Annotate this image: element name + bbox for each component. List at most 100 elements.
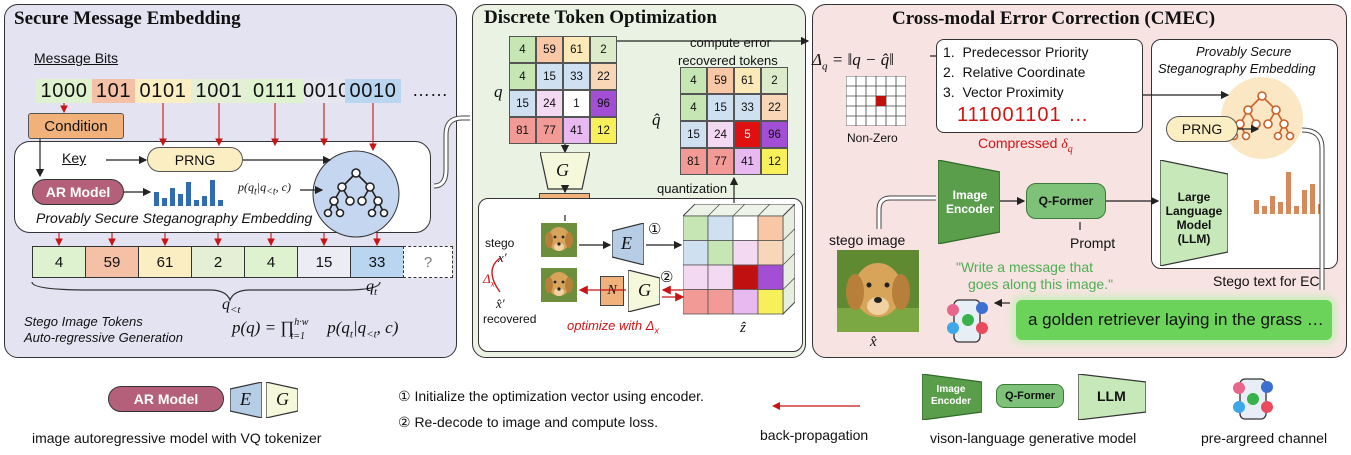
stego-label-mid: stego: [485, 236, 515, 250]
qformer-box: Q-Former: [1026, 183, 1106, 219]
prob-bar: [194, 200, 199, 206]
quantization-label: quantization: [657, 181, 728, 196]
caption-text: a golden retriever laying in the grass …: [1028, 310, 1324, 329]
llm-label: Large Language Model (LLM): [1165, 190, 1223, 246]
legend-g-shape: [266, 382, 298, 418]
legend-backprop-arrow: [772, 402, 860, 410]
grid-cell: 24: [707, 121, 734, 148]
n-box: N: [600, 276, 624, 306]
dog-thumbnail-stego: [541, 223, 577, 257]
bit-group: 0101: [135, 79, 191, 103]
list-item-2: 2. Relative Coordinate: [943, 64, 1086, 80]
legend-step2: ② Re-decode to image and compute loss.: [398, 414, 659, 430]
z-cell: [707, 264, 734, 290]
grid-cell: 4: [509, 36, 536, 63]
bits-ellipsis: ……: [412, 80, 448, 100]
legend-e-shape: [230, 382, 262, 418]
list-item-3: 3. Vector Proximity: [943, 84, 1064, 100]
legend-llm-label: LLM: [1097, 388, 1126, 404]
image-encoder-label: Image Encoder: [945, 188, 994, 216]
optimize-label: optimize with Δx: [567, 318, 659, 336]
grid-cell: 15: [536, 63, 563, 90]
legend-ar-model: AR Model: [108, 386, 224, 412]
panel-title-mid: Discrete Token Optimization: [484, 7, 717, 28]
grid-cell: 41: [563, 117, 590, 144]
caption-bubble: [1016, 300, 1332, 340]
grid-cell: 61: [563, 36, 590, 63]
grid-cell: 12: [590, 117, 617, 144]
output-bar: [1278, 202, 1283, 214]
output-bar: [1254, 200, 1259, 214]
legend-qformer: Q-Former: [996, 384, 1064, 408]
grid-cell: 77: [536, 117, 563, 144]
recovered-label: recovered: [483, 312, 537, 326]
z-cell: [757, 215, 784, 241]
stego-image: [837, 250, 919, 332]
step2-marker: ②: [660, 269, 674, 286]
grid-cell: 5: [734, 121, 761, 148]
bar-chart-icon: [154, 180, 223, 206]
non-zero-label: Non-Zero: [847, 131, 898, 145]
tree-icon: [312, 150, 400, 238]
stego-caption-2: Auto-regressive Generation: [24, 330, 183, 345]
token-cell: 33: [350, 246, 404, 278]
z-cell: [707, 240, 734, 266]
g-decoder-label: G: [556, 160, 569, 180]
grid-cell: 15: [509, 90, 536, 117]
panel-title-right: Cross-modal Error Correction (CMEC): [892, 8, 1216, 29]
legend-image-encoder-label: Image Encoder: [930, 384, 971, 407]
z-cell: [683, 240, 709, 266]
prob-label: p(qt|q<t, c): [238, 180, 291, 198]
grid-cell: 81: [509, 117, 536, 144]
legend-channel-icon: [1233, 378, 1273, 420]
non-zero-grid: [846, 76, 906, 126]
grid-cell: 2: [761, 67, 788, 94]
panel-title-left: Secure Message Embedding: [14, 8, 241, 29]
pse-caption-left: Provably Secure Steganography Embedding: [36, 210, 313, 226]
grid-cell: 96: [761, 121, 788, 148]
left-connectors: [35, 103, 470, 247]
stego-caption-1: Stego Image Tokens: [24, 314, 143, 329]
z-cell: [707, 289, 734, 315]
z-hat-label: ẑ: [740, 320, 746, 336]
qhat-label: q̂: [652, 110, 661, 129]
token-cell: 59: [85, 246, 139, 278]
prompt-text-2: goes along this image.": [968, 276, 1114, 292]
grid-cell: 4: [680, 67, 707, 94]
g-decoder-small-shape: [628, 270, 660, 312]
bit-group: 0010: [345, 79, 401, 103]
prompt-label: Prompt: [1070, 235, 1116, 251]
dog-thumbnail-recovered: [541, 268, 577, 302]
x-hat-label: x̂: [870, 334, 877, 350]
legend-backprop-label: back-propagation: [760, 427, 869, 443]
grid-cell: 15: [707, 94, 734, 121]
compressed-label: Compressed δq: [978, 135, 1073, 155]
z-cell: [732, 215, 759, 241]
legend-g-label: G: [276, 389, 289, 409]
llm-shape: [1160, 160, 1228, 266]
legend-llm-shape: [1078, 374, 1146, 420]
q-t-label: qt: [366, 278, 378, 299]
delta-x-label: Δx: [483, 271, 495, 289]
output-bar: [1262, 206, 1267, 214]
prng-box-left: PRNG: [147, 147, 243, 172]
x-hat-prime-label: x̂′: [496, 296, 505, 311]
grid-cell: 15: [680, 121, 707, 148]
g-decoder-small-label: G: [638, 280, 651, 300]
prob-bar: [186, 182, 191, 206]
token-cell: 4: [244, 246, 298, 278]
grid-cell: 33: [563, 63, 590, 90]
compressed-bits: 111001101 …: [957, 104, 1090, 126]
output-bar: [1310, 184, 1315, 214]
output-bar: [1302, 190, 1307, 214]
non-zero-cell: [876, 96, 886, 106]
legend-vl-caption: vison-language generative model: [930, 430, 1137, 446]
x-prime-label: x′: [498, 250, 507, 265]
right-connectors: [876, 55, 1325, 308]
pse-title-right-1: Provably Secure: [1196, 44, 1292, 59]
token-brace: [31, 281, 381, 302]
legend-channel-caption: pre-argreed channel: [1201, 430, 1328, 446]
formula: p(q) = ∏h·wt=1 p(qt|q<t, c): [232, 317, 399, 342]
